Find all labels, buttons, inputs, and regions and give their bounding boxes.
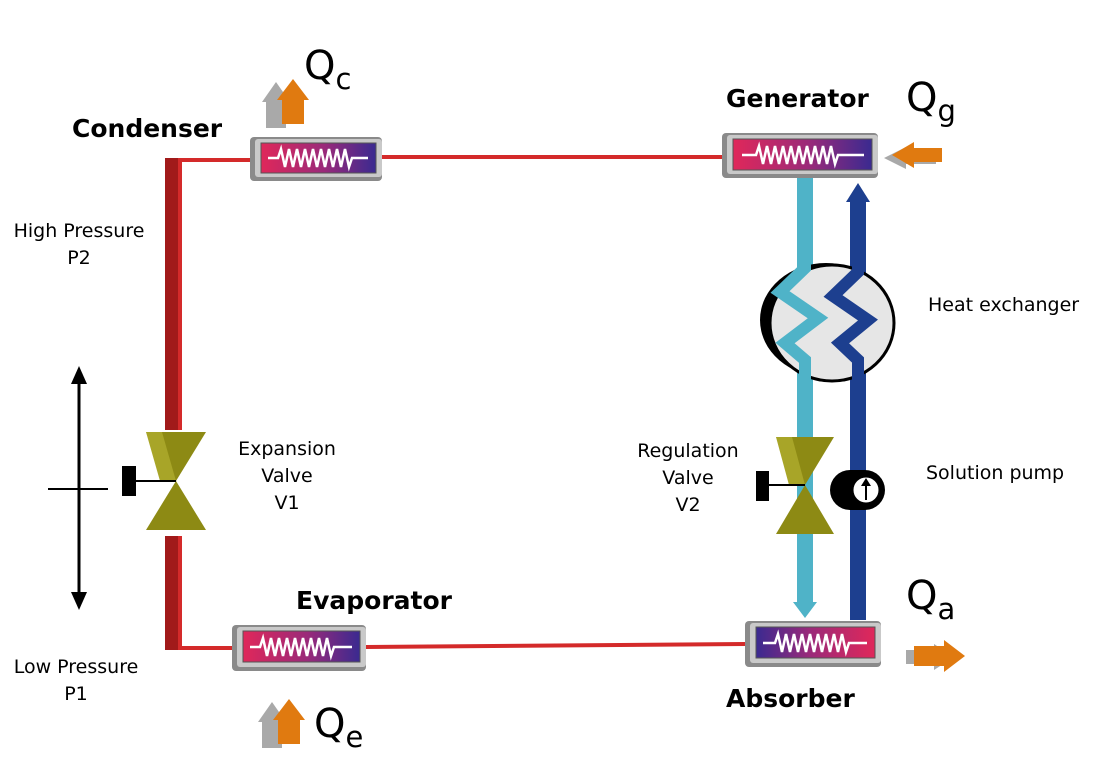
- regulation-valve-label: Regulation Valve V2: [637, 440, 739, 516]
- expansion-valve-label: Expansion Valve V1: [238, 438, 336, 514]
- qc-label: Qc: [304, 43, 352, 96]
- qe-arrow-icon: [258, 699, 305, 748]
- high-pressure-label: High Pressure P2: [13, 220, 145, 269]
- solution-pump: [830, 470, 885, 510]
- pressure-axis-arrow: [48, 366, 108, 610]
- low-pressure-label: Low Pressure P1: [13, 656, 139, 705]
- regulation-valve-v2: [756, 437, 834, 534]
- solution-lines: [793, 175, 870, 620]
- generator-label: Generator: [726, 84, 869, 113]
- generator-unit: [722, 133, 878, 178]
- qg-arrow-icon: [884, 142, 942, 169]
- condenser-unit: [250, 137, 382, 181]
- absorber-label: Absorber: [726, 684, 855, 713]
- heat-exchanger: [760, 250, 896, 390]
- absorber-unit: [745, 621, 881, 667]
- high-pressure-pipe: [165, 158, 182, 430]
- evaporator-unit: [232, 625, 366, 671]
- qc-arrow-icon: [262, 79, 309, 128]
- qg-label: Qg: [906, 75, 956, 128]
- qa-label: Qa: [906, 573, 956, 626]
- heat-exchanger-label: Heat exchanger: [928, 294, 1080, 316]
- low-pressure-pipe: [165, 536, 182, 650]
- solution-pump-label: Solution pump: [926, 462, 1065, 484]
- expansion-valve-v1: [122, 432, 206, 530]
- condenser-label: Condenser: [72, 114, 223, 143]
- qa-arrow-icon: [906, 640, 965, 672]
- qe-label: Qe: [314, 701, 364, 754]
- evaporator-label: Evaporator: [296, 586, 452, 615]
- refrigerant-lines: [165, 155, 746, 650]
